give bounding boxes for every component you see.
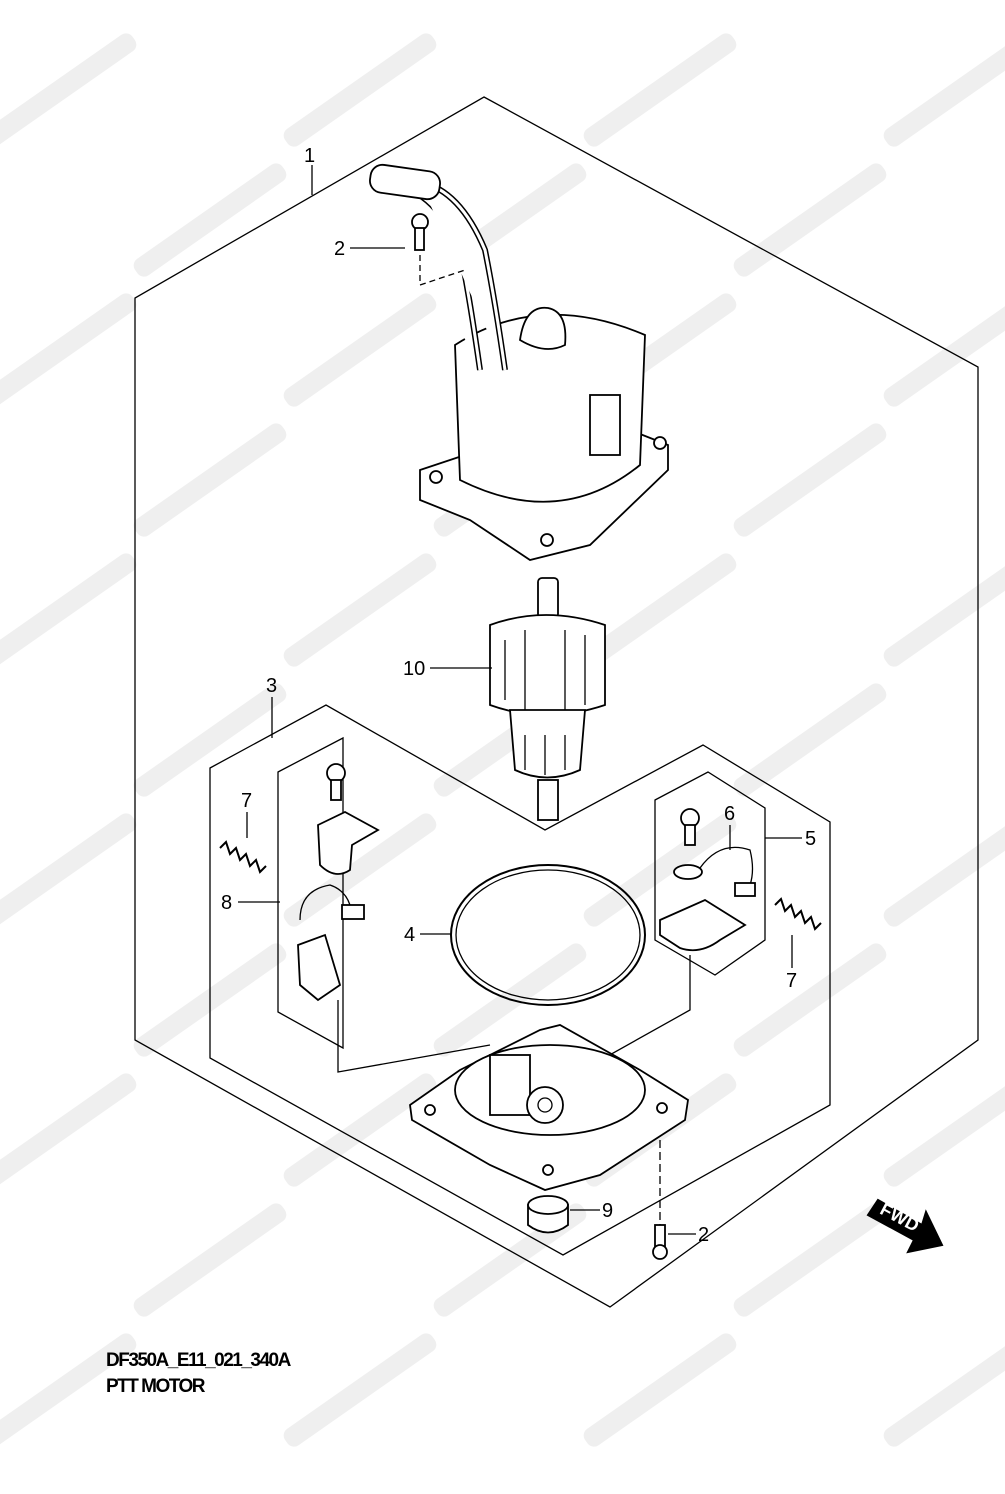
watermark-mark: [0, 1073, 137, 1187]
watermark-mark: [0, 553, 137, 667]
watermark-mark: [283, 33, 437, 147]
brush-set-outline-5: [654, 771, 766, 976]
spring-left: [219, 840, 267, 874]
watermark-mark: [133, 683, 287, 797]
watermark-mark: [883, 33, 1005, 147]
watermark-mark: [583, 553, 737, 667]
diagram-title: PTT MOTOR: [106, 1376, 206, 1397]
callout-1: 1: [304, 145, 315, 167]
watermark-mark: [583, 1333, 737, 1447]
watermark-mark: [283, 813, 437, 927]
watermark-mark: [283, 293, 437, 407]
callout-6: 6: [724, 803, 735, 825]
watermark-mark: [0, 1333, 137, 1447]
screw-top: [411, 213, 466, 286]
o-ring: [450, 864, 646, 1006]
brush-holder-base: [409, 1024, 689, 1191]
callout-3: 3: [266, 675, 277, 697]
watermark-mark: [133, 423, 287, 537]
callout-10: 10: [403, 658, 425, 680]
watermark-mark: [0, 33, 137, 147]
watermark-mark: [0, 293, 137, 407]
watermark-layer: [0, 33, 1005, 1447]
watermark-mark: [883, 1073, 1005, 1187]
watermark-mark: [133, 1203, 287, 1317]
spring-right: [774, 897, 822, 931]
callout-7-left: 7: [241, 790, 252, 812]
watermark-mark: [283, 1073, 437, 1187]
leader-lines: [238, 165, 802, 1235]
callout-5: 5: [805, 828, 816, 850]
callout-7-right: 7: [786, 970, 797, 992]
screw-bottom: [652, 1140, 668, 1260]
watermark-mark: [133, 163, 287, 277]
assembly-outline-1: [134, 96, 979, 1308]
watermark-mark: [883, 553, 1005, 667]
watermark-mark: [733, 943, 887, 1057]
watermark-mark: [733, 423, 887, 537]
watermark-mark: [583, 813, 737, 927]
motor-housing: [369, 163, 669, 561]
brush-set-left: [297, 763, 491, 1073]
watermark-mark: [583, 33, 737, 147]
callout-8: 8: [221, 892, 232, 914]
brush-set-outline-8: [277, 736, 344, 1050]
watermark-mark: [283, 553, 437, 667]
watermark-mark: [283, 1333, 437, 1447]
callout-2-bottom: 2: [698, 1224, 709, 1246]
assembly-outline-3: [209, 704, 831, 1256]
watermark-mark: [883, 293, 1005, 407]
diagram-code: DF350A_E11_021_340A: [106, 1350, 291, 1371]
watermark-mark: [883, 1333, 1005, 1447]
watermark-mark: [733, 683, 887, 797]
watermark-mark: [733, 163, 887, 277]
callout-9: 9: [602, 1200, 613, 1222]
watermark-mark: [733, 1203, 887, 1317]
callout-4: 4: [404, 924, 415, 946]
seal: [527, 1195, 569, 1234]
callout-2-top: 2: [334, 238, 345, 260]
brush-set-right: [564, 808, 756, 1081]
armature: [489, 577, 606, 821]
watermark-mark: [0, 813, 137, 927]
fwd-arrow-icon: FWD: [866, 1198, 944, 1254]
watermark-mark: [883, 813, 1005, 927]
